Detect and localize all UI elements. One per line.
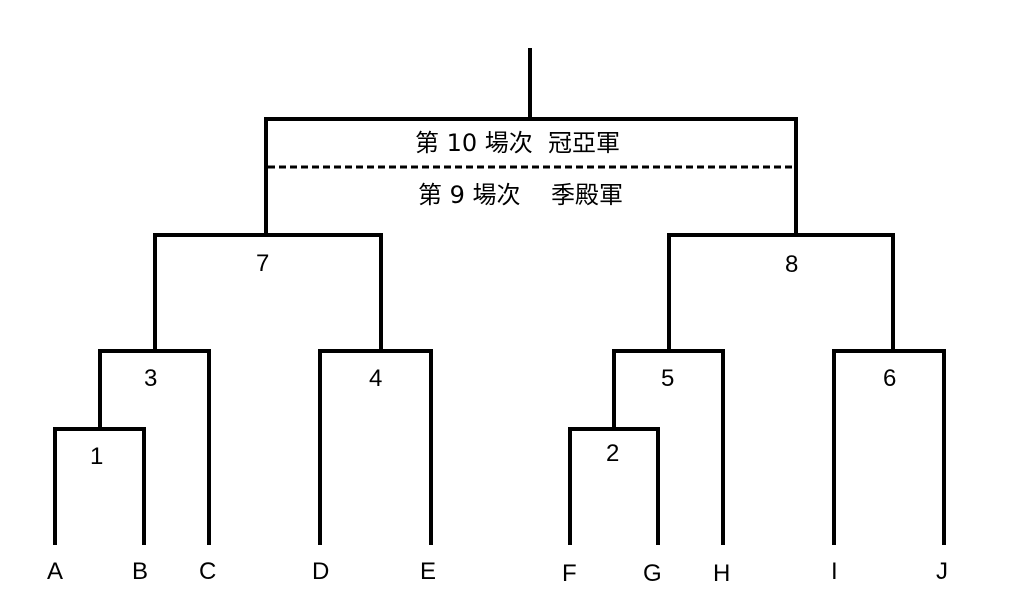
team-label-g: G (643, 560, 662, 587)
match-4-label: 4 (369, 365, 382, 392)
team-label-b: B (132, 558, 148, 585)
match-5-bracket (612, 349, 725, 545)
match-7-bracket (153, 233, 383, 353)
final-match-label: 第 10 場次 冠亞軍 (415, 129, 620, 157)
team-label-i: I (831, 558, 838, 585)
team-label-e: E (420, 558, 436, 585)
team-label-h: H (713, 560, 730, 587)
match-8-bracket (667, 233, 895, 353)
match-7-label: 7 (256, 250, 269, 277)
match-2-label: 2 (606, 440, 619, 467)
match-5-label: 5 (661, 365, 674, 392)
team-label-a: A (47, 558, 63, 585)
match-3-bracket (98, 349, 211, 545)
match-1-bracket (53, 427, 146, 545)
team-label-c: C (199, 558, 216, 585)
match-4-bracket (318, 349, 433, 545)
third-place-match-label: 第 9 場次 季殿軍 (418, 181, 623, 209)
match-2-bracket (568, 427, 660, 545)
match-1-label: 1 (90, 443, 103, 470)
match-6-label: 6 (883, 365, 896, 392)
match-8-label: 8 (785, 251, 798, 278)
final-match-box (264, 117, 798, 237)
match-3-label: 3 (144, 365, 157, 392)
match-6-bracket (832, 349, 946, 545)
team-label-f: F (562, 560, 577, 587)
team-label-d: D (312, 558, 329, 585)
team-label-j: J (936, 558, 948, 585)
